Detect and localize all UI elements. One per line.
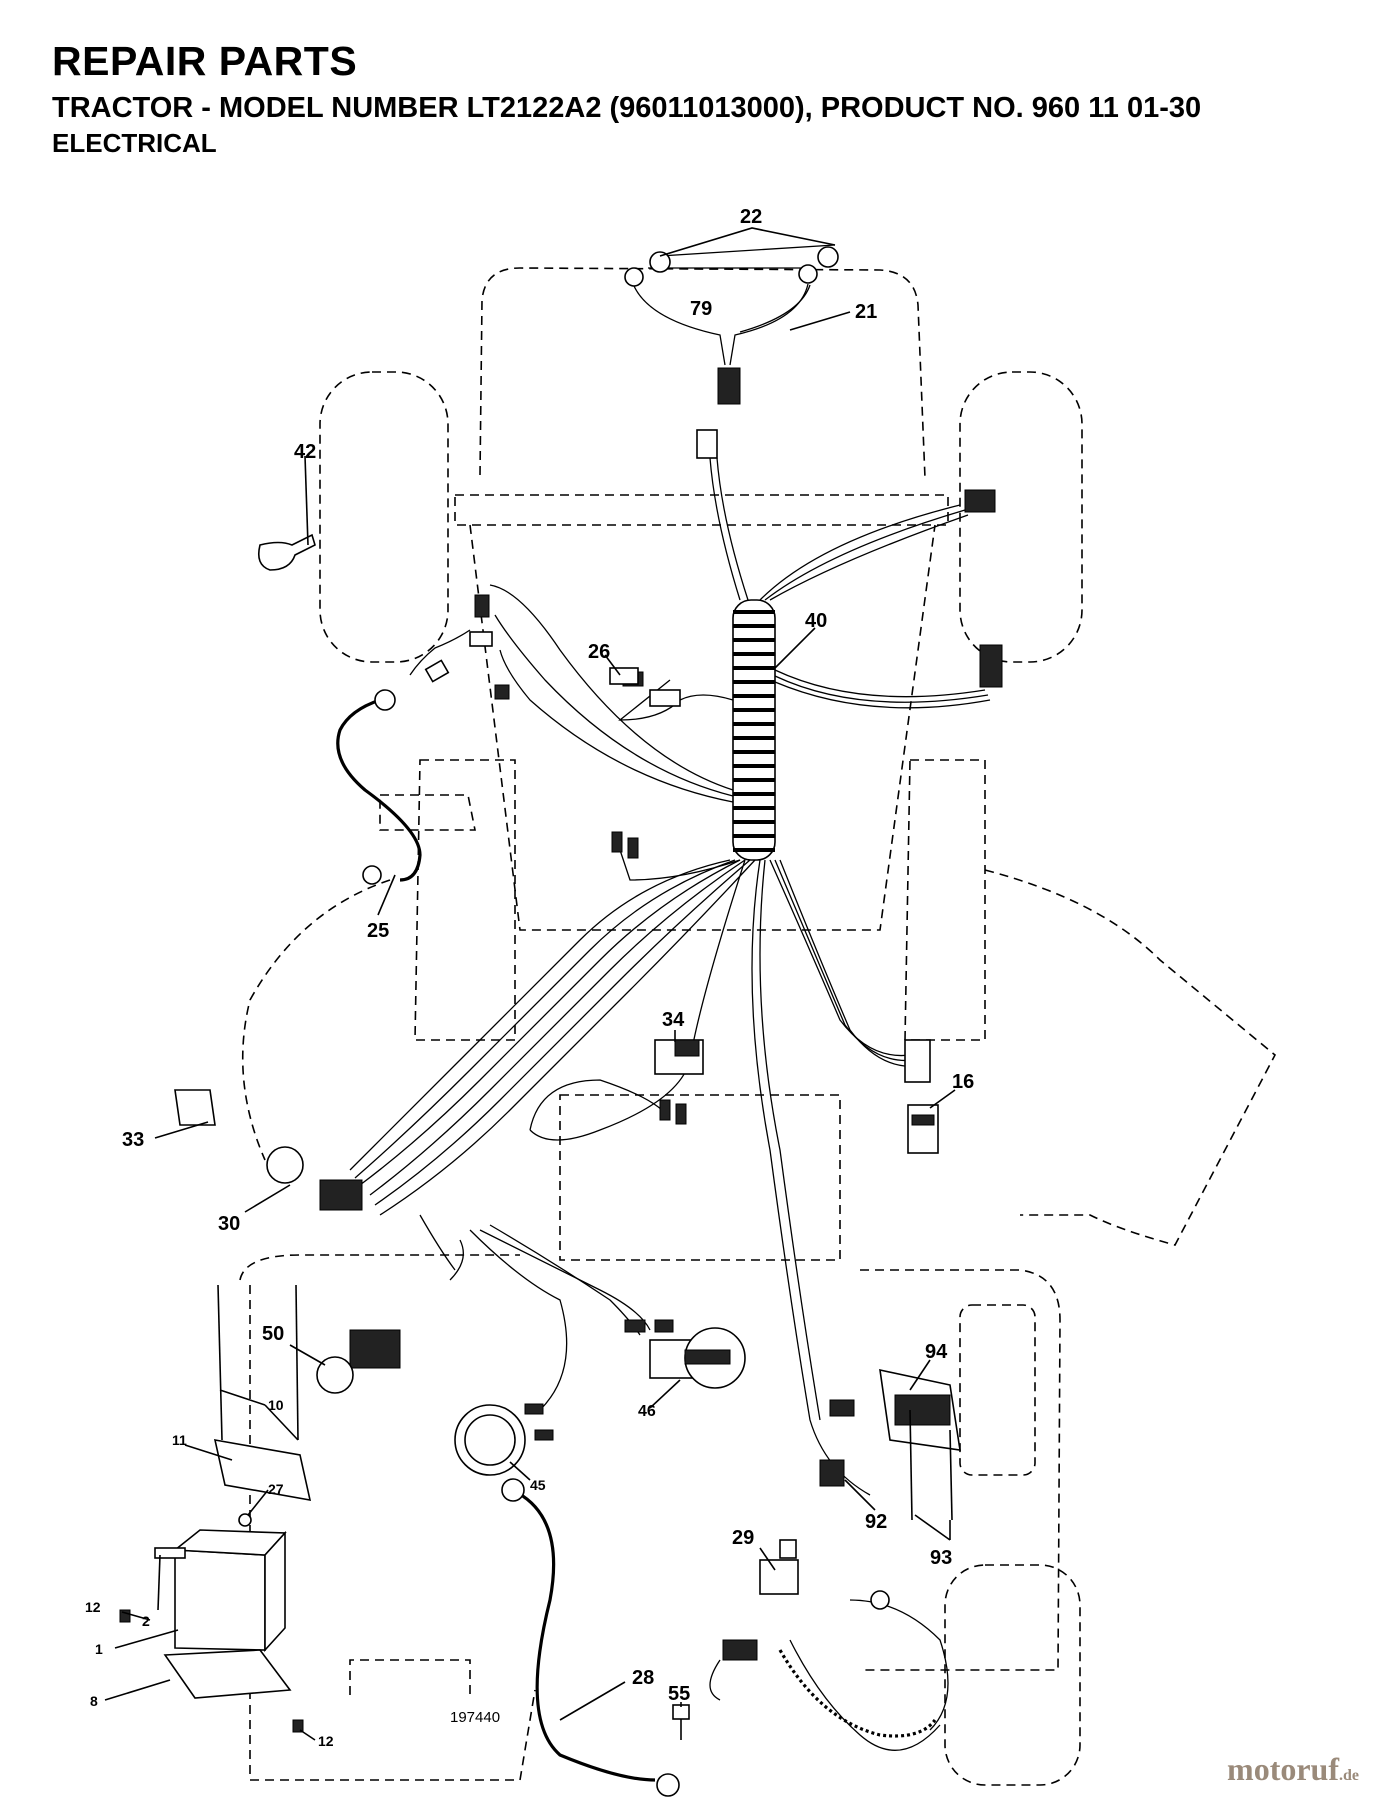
callout-29: 29 [732,1527,754,1549]
callout-12-left: 12 [85,1599,101,1615]
callout-2: 2 [142,1613,150,1629]
callout-26: 26 [588,641,610,663]
callout-50: 50 [262,1323,284,1345]
callout-1: 1 [95,1641,103,1657]
callout-33: 33 [122,1129,144,1151]
callout-42: 42 [294,441,316,463]
wire-conduit [732,599,776,861]
callout-40: 40 [805,610,827,632]
drawing-number: 197440 [450,1709,500,1726]
callout-30: 30 [218,1213,240,1235]
callout-46: 46 [638,1403,656,1420]
callout-94: 94 [925,1341,948,1363]
watermark-suffix: .de [1339,1767,1359,1784]
callout-34: 34 [662,1009,685,1031]
battery-cables [336,629,680,1797]
callout-25: 25 [367,920,389,942]
callout-79: 79 [690,298,712,320]
section-label: ELECTRICAL [52,128,217,158]
callout-92: 92 [865,1511,887,1533]
page-subtitle: TRACTOR - MODEL NUMBER LT2122A2 (9601101… [52,92,1202,124]
callout-22: 22 [740,206,762,228]
page-title: REPAIR PARTS [52,38,358,84]
callout-45: 45 [530,1477,546,1493]
watermark-logo: motoruf.de [1227,1751,1359,1788]
callout-10: 10 [268,1397,284,1413]
headlight-harness [624,244,839,405]
callout-93: 93 [930,1547,952,1569]
callout-12-right: 12 [318,1733,334,1749]
callout-28: 28 [632,1667,654,1689]
callout-21: 21 [855,301,877,323]
callout-27: 27 [268,1481,284,1497]
watermark-brand: motoruf [1227,1751,1339,1787]
callout-16: 16 [952,1071,974,1093]
callout-11: 11 [172,1432,187,1448]
callout-8: 8 [90,1693,98,1709]
leader-lines [104,227,956,1741]
tractor-outline [239,267,1277,1786]
callout-55: 55 [668,1683,690,1705]
callout-numbers: 22 79 21 42 40 26 25 34 16 33 30 50 10 1… [85,206,974,1749]
